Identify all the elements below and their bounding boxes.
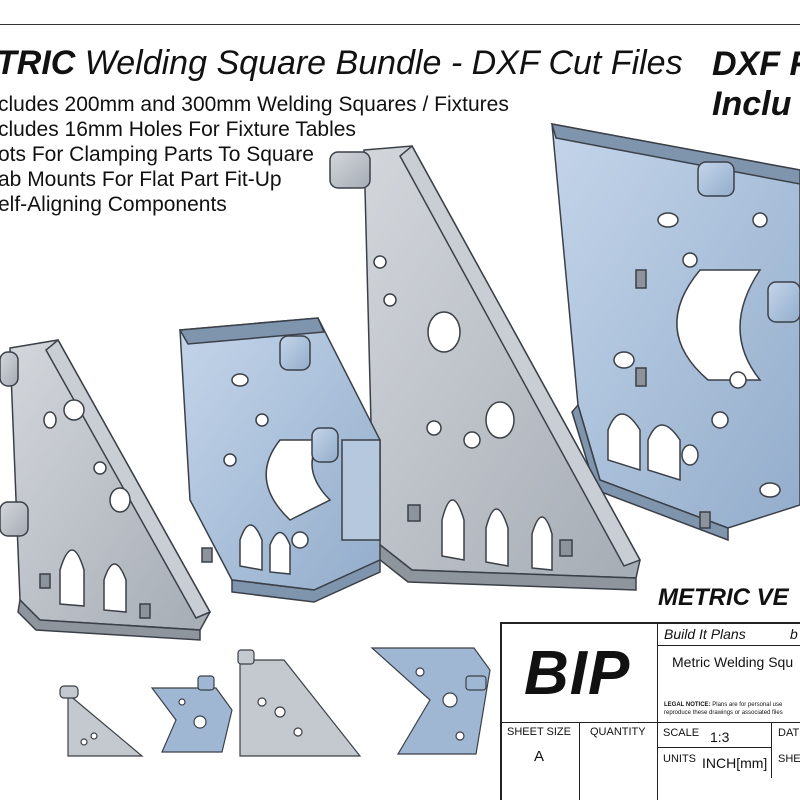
title-block-bottom-rows: [500, 722, 800, 800]
side-title: DXF F Inclu: [712, 44, 800, 124]
side-title-line1: DXF F: [712, 45, 800, 83]
page-title-bold: TRIC: [0, 44, 76, 82]
thumb-large-hexagon: [370, 647, 491, 755]
scale-value: 1:3: [710, 729, 730, 745]
feature-item: cludes 16mm Holes For Fixture Tables: [0, 118, 356, 141]
feature-item: ots For Clamping Parts To Square: [0, 143, 314, 166]
feature-item: elf-Aligning Components: [0, 193, 227, 216]
sheet-size-value: A: [534, 748, 545, 765]
drawing-title: Metric Welding Squ: [672, 654, 794, 670]
small-hexagon-fixture: [178, 317, 381, 603]
feature-item: cludes 200mm and 300mm Welding Squares /…: [0, 93, 509, 116]
date-label: DAT: [778, 727, 800, 739]
quantity-label: QUANTITY: [590, 726, 646, 738]
thumb-small-triangle: [67, 692, 144, 757]
page-title-rest: Welding Square Bundle - DXF Cut Files: [75, 44, 683, 82]
sheet-label: SHE: [778, 753, 800, 765]
legal-notice-label: LEGAL NOTICE:: [664, 702, 711, 708]
scale-label: SCALE: [663, 727, 700, 739]
feature-list: cludes 200mm and 300mm Welding Squares /…: [0, 92, 509, 217]
large-hexagon-fixture: [550, 123, 800, 542]
side-title-line2: Inclu: [712, 85, 792, 123]
drawing-frame-top-line: [0, 24, 800, 25]
thumb-large-triangle: [239, 659, 362, 757]
scale-cell: SCALE 1:3: [658, 722, 772, 748]
quantity-cell: QUANTITY: [580, 722, 658, 800]
legal-notice: LEGAL NOTICE: Plans are for personal use…: [664, 701, 783, 717]
bip-logo: BIP: [524, 639, 631, 708]
sheet-size-cell: SHEET SIZE A: [500, 722, 580, 800]
title-block-logo-cell: BIP: [500, 622, 658, 722]
metric-version-badge: METRIC VE: [658, 584, 789, 611]
sheet-size-label: SHEET SIZE: [507, 726, 571, 738]
units-value: INCH[mm]: [702, 755, 768, 771]
units-label: UNITS: [663, 753, 696, 765]
flat-parts-thumbnails: [59, 647, 491, 757]
units-cell: UNITS INCH[mm]: [658, 748, 772, 778]
feature-item: ab Mounts For Flat Part Fit-Up: [0, 168, 282, 191]
title-block: [500, 622, 800, 800]
legal-notice-text: Plans are for personal use: [712, 702, 783, 708]
left-triangle-fixture: [0, 338, 212, 641]
legal-notice-text2: reproduce these drawings or associated f…: [664, 710, 783, 716]
company-name-suffix: b: [790, 626, 798, 642]
company-name: Build It Plans: [664, 626, 746, 642]
page-title: TRIC Welding Square Bundle - DXF Cut Fil…: [0, 44, 683, 83]
title-block-company-row: Build It Plans b: [658, 622, 800, 646]
thumb-small-hexagon: [150, 687, 233, 753]
